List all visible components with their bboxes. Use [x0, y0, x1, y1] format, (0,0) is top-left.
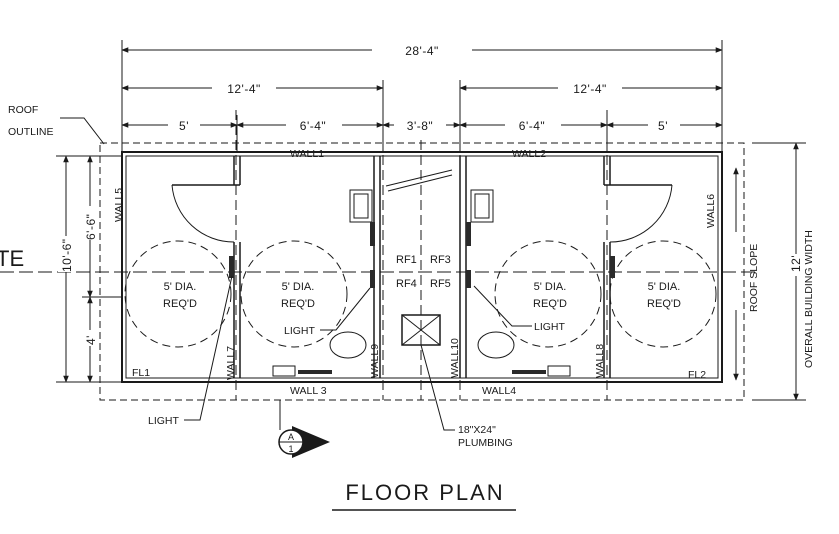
section-marker: A 1	[278, 400, 330, 458]
seg-1-text: 5'	[179, 119, 189, 133]
circle-2-label-line2: REQ'D	[281, 298, 315, 310]
circle-1-label-line1: 5' DIA.	[164, 281, 197, 293]
circle-3-label-line1: 5' DIA.	[534, 281, 567, 293]
left-half-text: 12'-4"	[227, 82, 261, 96]
seg-2-text: 6'-4"	[300, 119, 326, 133]
roof-outline-label-line1: ROOF	[8, 104, 38, 116]
rf3-label: RF3	[430, 254, 451, 266]
section-marker-letter: A	[288, 432, 294, 442]
floor-fixture-right	[547, 365, 571, 377]
sink-right	[470, 189, 494, 223]
fixtures	[272, 189, 571, 377]
circle-4-label-line2: REQ'D	[647, 298, 681, 310]
seg-3-text: 3'-8"	[407, 119, 433, 133]
wall5-label: WALL5	[113, 188, 125, 222]
circle-1-label-line2: REQ'D	[163, 298, 197, 310]
plumbing-callout: 18"X24" PLUMBING	[420, 344, 513, 449]
light-callouts: LIGHT LIGHT LIGHT	[148, 275, 566, 427]
wall10-label: WALL10	[449, 338, 461, 378]
wall-labels: WALL1 WALL2 WALL 3 WALL4 WALL5 WALL6 WAL…	[113, 148, 717, 397]
fl2-label: FL2	[688, 369, 706, 381]
wall3-label: WALL 3	[290, 385, 327, 397]
top-dimension-texts: 28'-4" 12'-4" 12'-4" 5' 6'-4" 3'-8" 6'-4…	[168, 42, 680, 133]
vertical-dashed-lines	[235, 110, 608, 400]
turning-circle-2	[240, 240, 348, 348]
turning-circle-4	[609, 240, 717, 348]
overall-length-text: 28'-4"	[405, 44, 439, 58]
wall4-label: WALL4	[482, 385, 516, 397]
turning-circle-labels: 5' DIA. REQ'D 5' DIA. REQ'D 5' DIA. REQ'…	[163, 281, 681, 310]
plumbing-label-line2: PLUMBING	[458, 437, 513, 449]
light-bottom-label: LIGHT	[148, 415, 180, 427]
roof-slope-label: ROOF SLOPE	[748, 244, 760, 312]
left-total-height-text: 10'-6"	[60, 238, 74, 272]
light-left-room-label: LIGHT	[284, 325, 316, 337]
circle-3-label-line2: REQ'D	[533, 298, 567, 310]
cut-off-text: TE	[0, 246, 24, 271]
wall2-label: WALL2	[512, 148, 546, 160]
toilet-left	[329, 331, 367, 359]
rf1-label: RF1	[396, 254, 417, 266]
door-swings	[171, 169, 673, 243]
building-width-label: OVERALL BUILDING WIDTH	[803, 230, 815, 368]
plumbing-label-line1: 18"X24"	[458, 424, 496, 436]
roof-outline-leader	[60, 117, 105, 145]
section-marker-sheet: 1	[288, 444, 293, 454]
circle-4-label-line1: 5' DIA.	[648, 281, 681, 293]
wall1-label: WALL1	[290, 148, 324, 160]
wall6-label: WALL6	[705, 194, 717, 228]
seg-4-text: 6'-4"	[519, 119, 545, 133]
turning-circle-1	[124, 240, 232, 348]
grab-bars	[229, 222, 615, 374]
roof-outline-label-line2: OUTLINE	[8, 126, 54, 138]
left-dimension-texts: 10'-6" 6'-6" 4'	[58, 206, 98, 346]
rf5-label: RF5	[430, 278, 451, 290]
floor-fixture-left	[272, 365, 296, 377]
left-lower-text: 4'	[84, 335, 98, 345]
light-right-room-label: LIGHT	[534, 321, 566, 333]
seg-5-text: 5'	[658, 119, 668, 133]
circle-2-label-line1: 5' DIA.	[282, 281, 315, 293]
rf-labels: RF1 RF3 RF4 RF5	[396, 254, 451, 290]
toilet-right	[477, 331, 515, 359]
right-half-text: 12'-4"	[573, 82, 607, 96]
left-upper-text: 6'-6"	[84, 214, 98, 240]
wall9-label: WALL9	[369, 344, 381, 378]
wall8-label: WALL8	[594, 344, 606, 378]
sink-left	[349, 189, 373, 223]
drawing-title: FLOOR PLAN	[345, 480, 504, 505]
turning-circle-3	[494, 240, 602, 348]
building-width-value: 12'	[789, 255, 803, 272]
fl1-label: FL1	[132, 367, 150, 379]
rf4-label: RF4	[396, 278, 417, 290]
turning-circles	[124, 240, 717, 348]
wall7-label: WALL7	[225, 346, 237, 380]
